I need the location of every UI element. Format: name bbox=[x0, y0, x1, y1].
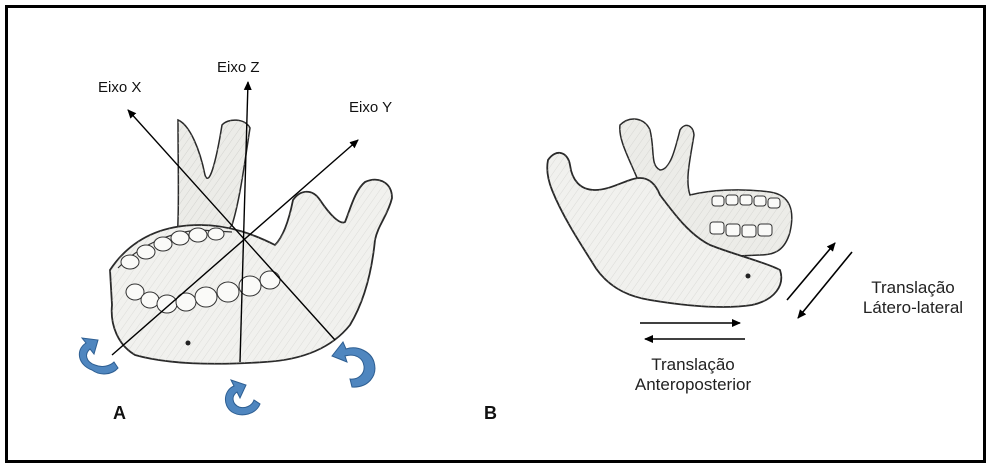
translation-ll-line2: Látero-lateral bbox=[838, 298, 988, 318]
translation-ap-line2: Anteroposterior bbox=[618, 375, 768, 395]
panel-a-label: A bbox=[113, 403, 126, 424]
axis-y-label: Eixo Y bbox=[349, 99, 392, 116]
rotation-arrow-right-icon bbox=[332, 342, 375, 387]
translation-ll-line1: Translação bbox=[838, 278, 988, 298]
mandible-a bbox=[110, 120, 392, 364]
axis-x-label: Eixo X bbox=[98, 79, 141, 96]
translation-ap-label: Translação Anteroposterior bbox=[618, 355, 768, 395]
translation-ap-arrows bbox=[640, 323, 745, 339]
axis-z-label: Eixo Z bbox=[217, 59, 260, 76]
translation-ap-line1: Translação bbox=[618, 355, 768, 375]
panel-b-label: B bbox=[484, 403, 497, 424]
rotation-arrow-left-icon bbox=[79, 338, 118, 374]
translation-ll-arrow-up bbox=[787, 243, 835, 300]
translation-ll-label: Translação Látero-lateral bbox=[838, 278, 988, 318]
mandible-b bbox=[547, 119, 792, 307]
rotation-arrow-bottom-icon bbox=[225, 380, 260, 415]
